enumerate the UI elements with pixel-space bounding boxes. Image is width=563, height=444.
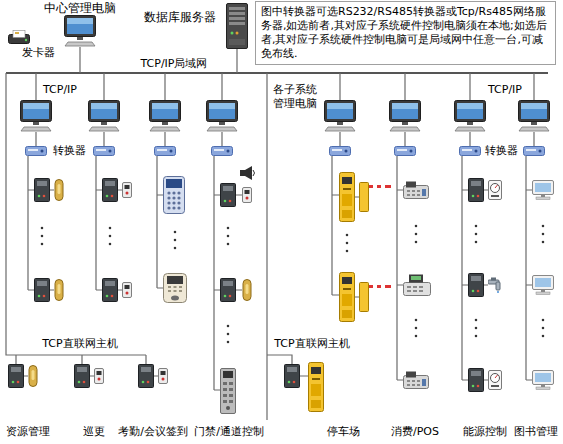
lan-bus: [6, 72, 548, 74]
ticket-machine-icon: [340, 273, 355, 322]
controller-icon: [103, 279, 118, 302]
energy-meter-icon: [489, 181, 502, 200]
converter-icon: [155, 147, 176, 156]
ticket-machine-icon: [340, 173, 355, 222]
water-valve-icon: [488, 278, 500, 294]
subsystem-pc-label: 各子系统 管理电脑: [271, 83, 319, 111]
computer-icon: [89, 101, 120, 132]
fingerprint-terminal-icon: [164, 274, 187, 303]
barrier-gate-icon: [360, 283, 392, 312]
controller-icon: [221, 184, 236, 207]
continuation-dots: [227, 326, 230, 346]
continuation-dots: [542, 226, 545, 246]
continuation-dots: [346, 235, 349, 255]
pos-terminal-icon: [404, 182, 429, 199]
converter-icon: [460, 147, 481, 156]
intercom-panel-icon: [221, 369, 236, 414]
converter-icon: [395, 147, 416, 156]
continuation-dots: [227, 228, 230, 248]
continuation-dots: [542, 320, 545, 340]
card-reader-icon: [9, 31, 30, 44]
computer-icon: [21, 101, 52, 132]
converter-label: 转换器: [485, 144, 518, 157]
subsystem-name: 考勤/会议签到: [118, 425, 188, 438]
direct-host-label: TCP直联网主机: [274, 337, 349, 350]
ticket-machine-icon: [309, 363, 324, 412]
computer-icon: [150, 101, 181, 132]
subsystem-name: 停车场: [327, 425, 360, 438]
lock-icon: [243, 280, 251, 301]
library-terminal-icon: [533, 181, 554, 200]
controller-icon: [35, 279, 50, 302]
computer-icon: [390, 101, 421, 132]
subsystem-name: 消费/POS: [391, 425, 439, 438]
attendance-reader-icon: [159, 369, 168, 384]
computer-icon: [519, 101, 550, 132]
patrol-reader-icon: [123, 283, 132, 298]
barrier-gate-icon: [360, 183, 392, 212]
library-terminal-icon: [533, 276, 554, 295]
controller-icon: [103, 179, 118, 202]
controller-icon: [9, 365, 24, 388]
continuation-dots: [41, 228, 44, 248]
energy-meter-icon: [489, 371, 502, 390]
converter-icon: [212, 147, 233, 156]
wiring: [6, 47, 534, 420]
continuation-dots: [475, 226, 478, 246]
controller-icon: [35, 179, 50, 202]
controller-icon: [221, 279, 236, 302]
controller-icon: [469, 179, 484, 202]
card-reader-label: 发卡器: [22, 46, 55, 59]
lock-icon: [29, 366, 37, 387]
protocol-label: TCP/IP: [488, 83, 522, 96]
protocol-label: TCP/IP: [43, 83, 77, 96]
note-text: 图中转换器可选RS232/RS485转换器或Tcp/Rs485网络服务器,如选前…: [261, 5, 550, 61]
door-reader-icon: [243, 188, 252, 203]
controller-icon: [75, 365, 90, 388]
continuation-dots: [109, 228, 112, 248]
note-box: 图中转换器可选RS232/RS485转换器或Tcp/Rs485网络服务器,如选前…: [255, 1, 556, 65]
subsystem-name: 图书管理: [514, 425, 558, 438]
converter-label: 转换器: [53, 144, 86, 157]
alarm-horn-icon: [240, 166, 255, 180]
continuation-dots: [174, 232, 177, 252]
subsystem-name: 巡更: [83, 425, 105, 438]
server-label: 数据库服务器: [144, 10, 216, 24]
controller-icon: [469, 274, 484, 297]
converter-icon: [524, 147, 545, 156]
controller-icon: [469, 369, 484, 392]
converter-icon: [26, 147, 47, 156]
server-icon: [227, 4, 248, 49]
subsystem-name: 资源管理: [6, 425, 50, 438]
patrol-reader-icon: [95, 369, 104, 384]
attendance-terminal-icon: [164, 177, 185, 214]
converter-icon: [94, 147, 115, 156]
computer-icon: [207, 101, 238, 132]
computer-icon: [455, 101, 486, 132]
continuation-dots: [415, 226, 418, 246]
subsystem-name: 门禁/通道控制: [194, 425, 264, 438]
lock-icon: [55, 180, 63, 201]
network-label: TCP/IP局域网: [141, 57, 208, 70]
controller-icon: [285, 365, 300, 388]
controller-icon: [139, 365, 154, 388]
library-terminal-icon: [533, 371, 554, 390]
patrol-reader-icon: [123, 183, 132, 198]
converter-icon: [330, 147, 351, 156]
subsystem-name: 能源控制: [463, 425, 507, 438]
continuation-dots: [475, 320, 478, 340]
computer-label: 中心管理电脑: [44, 1, 116, 15]
continuation-dots: [415, 320, 418, 340]
computer-icon: [65, 16, 96, 47]
cash-register-icon: [404, 275, 431, 296]
computer-icon: [325, 101, 356, 132]
lock-icon: [55, 280, 63, 301]
direct-host-label: TCP直联网主机: [42, 337, 117, 350]
pos-terminal-icon: [404, 372, 429, 389]
